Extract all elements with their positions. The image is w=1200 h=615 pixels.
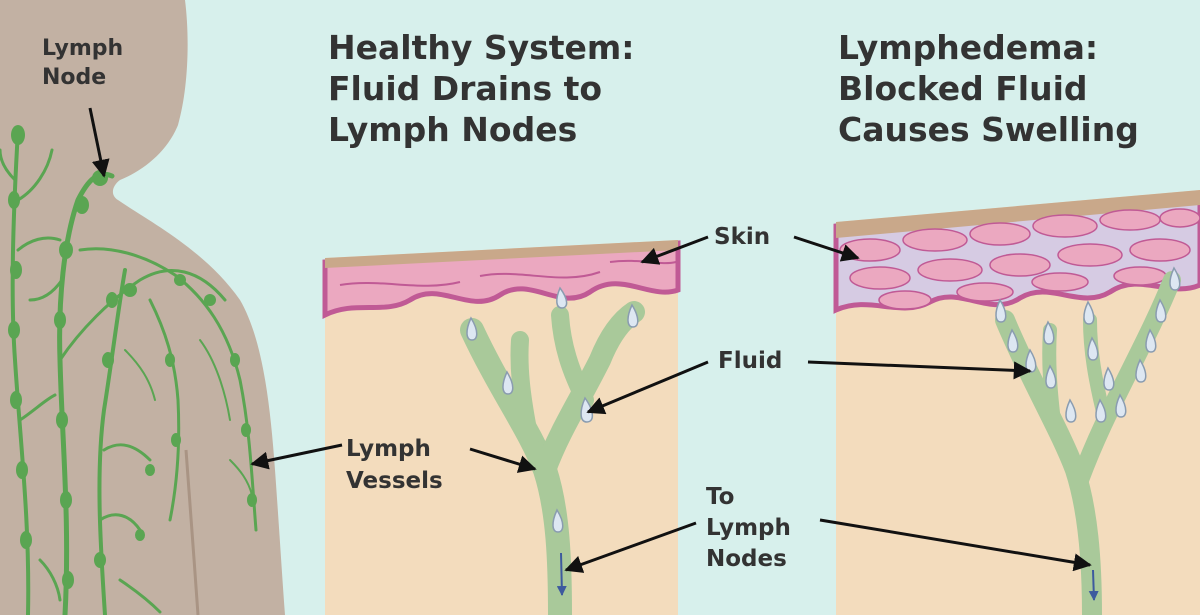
to-nodes-label-line-2: Lymph [706, 515, 791, 541]
child-body [0, 0, 285, 615]
to-nodes-label-line-3: Nodes [706, 546, 787, 572]
arrow-skin-healthy [640, 235, 709, 265]
swollen-cells [839, 208, 1200, 310]
arm-crease [184, 449, 200, 615]
lymphedema-title-line-3: Causes Swelling [838, 110, 1139, 149]
arrow-fluid-lymphedema [807, 360, 1032, 380]
lymph-node-label-line-1: Lymph [42, 36, 124, 61]
healthy-title-line-3: Lymph Nodes [328, 110, 578, 149]
body-silhouette [0, 0, 285, 615]
lymphedema-title-line-2: Blocked Fluid [838, 69, 1088, 108]
lymphedema-title-line-1: Lymphedema: [838, 28, 1099, 67]
skin-label: Skin [714, 224, 771, 250]
lymphedema-tissue [833, 190, 1200, 615]
healthy-title-line-1: Healthy System: [328, 28, 635, 67]
body-lymph-nodes [8, 125, 257, 589]
to-nodes-label-line-1: To [706, 484, 735, 510]
arrow-lymph-vessels-body [250, 443, 343, 470]
arrow-lymph-node [88, 107, 110, 178]
healthy-tissue-block [325, 240, 678, 615]
arrow-fluid-healthy [586, 360, 709, 415]
healthy-skin-surface [325, 240, 678, 268]
healthy-title-line-2: Fluid Drains to [328, 69, 603, 108]
arrow-to-nodes-lymphedema [819, 518, 1092, 572]
fluid-label: Fluid [718, 348, 783, 374]
lymph-node-label-line-2: Node [42, 65, 107, 90]
blocked-fluid-drops [995, 266, 1181, 423]
healthy-tissue [322, 240, 681, 615]
lymph-vessels-label-line-2: Vessels [346, 468, 443, 494]
arrow-lymph-vessels-tissue [469, 447, 537, 473]
pointer-arrows [88, 107, 1092, 573]
arrow-skin-lymphedema [793, 235, 860, 262]
healthy-lymph-vessels [460, 301, 645, 615]
lymph-vessels-label-line-1: Lymph [346, 436, 431, 462]
arrow-to-nodes-healthy [564, 521, 697, 573]
lymphedema-skin-surface [836, 190, 1200, 238]
